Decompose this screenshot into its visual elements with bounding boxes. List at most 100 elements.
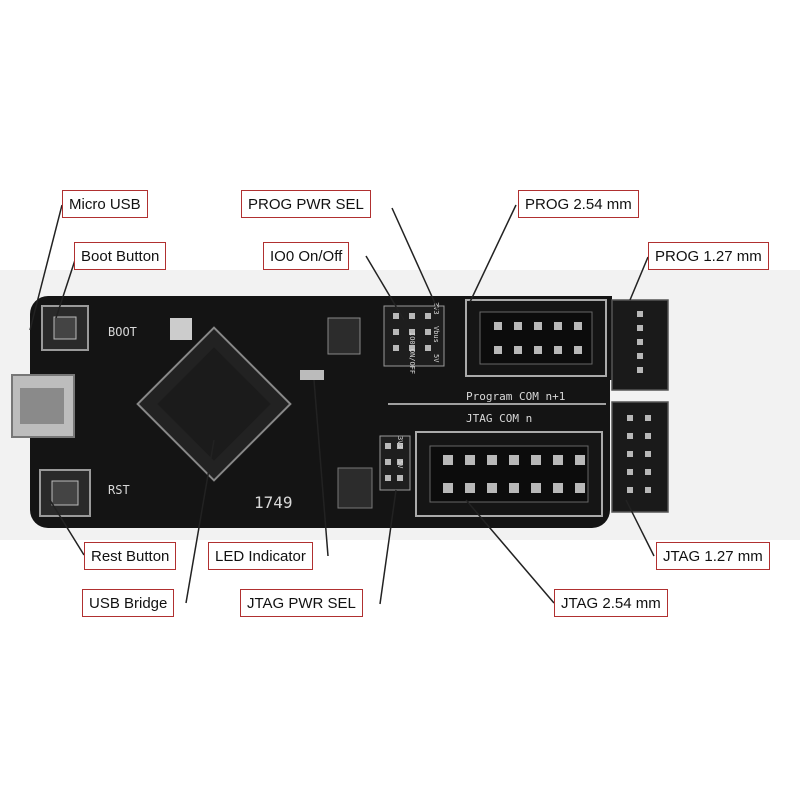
reset-button-part [39,469,91,517]
label-jtag-1-27: JTAG 1.27 mm [656,542,770,570]
leader-micro-usb [29,204,63,331]
leader-rest-button [49,499,85,556]
prog-jumper-pin [425,329,431,335]
jtag-2-54-pin [553,483,563,493]
boot-button-part [41,305,89,351]
prog-1-27-pin [637,367,643,373]
leader-jtag-pwr-sel [379,489,397,605]
jtag-jumper-pin [397,459,403,465]
jtag-1-27-pin [645,415,651,421]
silk-5v-a: 5V [432,354,440,363]
jtag-2-54-pin [487,483,497,493]
usb-port-inner [20,388,64,424]
silk-program-com: Program COM n+1 [466,390,565,403]
prog-2-54-pin [574,346,582,354]
jtag-pwr-jumper [379,435,411,491]
jtag-2-54-pin [443,483,453,493]
leader-jtag-127 [625,499,655,557]
label-jtag-pwr-sel: JTAG PWR SEL [240,589,363,617]
crystal-part [170,318,192,340]
silk-io0-onoff: IO0 ON/OFF [408,332,416,374]
jtag-1-27-pin [645,487,651,493]
prog-jumper-pin [409,345,415,351]
silk-rst: RST [108,483,130,497]
prog-2-54-pin [514,322,522,330]
jtag-1-27-pin [645,451,651,457]
prog-jumper-pin [409,313,415,319]
prog-1-27-pin [637,325,643,331]
label-prog-2-54: PROG 2.54 mm [518,190,639,218]
jtag-1-27-pin [645,469,651,475]
label-io0-on-off: IO0 On/Off [263,242,350,270]
silk-vbus-a: Vbus [432,326,440,343]
silk-3v3-b: 3V3 [396,436,404,449]
leader-prog-127 [629,256,649,301]
jtag-1-27-connector [611,401,669,513]
prog-2-54-pin [574,322,582,330]
jtag-2-54-pin [465,483,475,493]
small-ic [327,317,361,355]
prog-jumper-pin [425,313,431,319]
label-usb-bridge: USB Bridge [82,589,175,617]
jtag-2-54-pin [487,455,497,465]
silk-5v-b: 5V [396,460,404,469]
label-prog-1-27: PROG 1.27 mm [648,242,769,270]
leader-jtag-254 [465,499,555,604]
silk-jtag-com: JTAG COM n [466,412,532,425]
prog-2-54-pin [534,346,542,354]
label-rest-button: Rest Button [84,542,177,570]
leader-boot-button [55,256,77,319]
regulator-ic [337,467,373,509]
jtag-1-27-pin [627,433,633,439]
label-led-indicator: LED Indicator [208,542,313,570]
silk-boot: BOOT [108,325,137,339]
label-jtag-2-54: JTAG 2.54 mm [554,589,668,617]
label-boot-button: Boot Button [74,242,167,270]
jtag-2-54-pin [509,483,519,493]
jtag-1-27-pin [627,451,633,457]
prog-2-54-pin [494,346,502,354]
usb-bridge-chip [136,326,292,482]
prog-jumper-pin [393,345,399,351]
prog-2-54-pin [514,346,522,354]
header-pins [385,311,651,493]
jtag-2-54-pin [531,483,541,493]
jtag-jumper-pin [397,475,403,481]
jtag-2-54-pin [509,455,519,465]
prog-1-27-pin [637,339,643,345]
jtag-2-54-pin [553,455,563,465]
jtag-jumper-pin [385,459,391,465]
led-part [300,370,324,380]
prog-2-54-pin [494,322,502,330]
label-prog-pwr-sel: PROG PWR SEL [241,190,371,218]
prog-jumper-pin [393,329,399,335]
jtag-1-27-pin [627,415,633,421]
prog-2-54-pin [554,346,562,354]
jtag-2-54-pin [531,455,541,465]
leader-io0 [365,255,405,321]
leader-usb-bridge [185,439,215,604]
jtag-jumper-pin [385,443,391,449]
jtag-jumper-pin [385,475,391,481]
prog-1-27-pin [637,311,643,317]
leader-led [313,379,329,557]
prog-2-54-header [465,299,607,377]
prog-jumper-pin [393,313,399,319]
jtag-1-27-pin [627,469,633,475]
label-micro-usb: Micro USB [62,190,148,218]
jtag-2-54-pin [575,455,585,465]
prog-jumper-pin [409,329,415,335]
jtag-1-27-pin [627,487,633,493]
jtag-jumper-pin [397,443,403,449]
leader-prog-254 [469,204,517,303]
prog-2-54-pin [534,322,542,330]
silk-3v3-a: 3V3 [432,302,440,315]
prog-jumper-pin [425,345,431,351]
prog-2-54-pin [554,322,562,330]
jtag-2-54-pin [443,455,453,465]
jtag-2-54-pin [575,483,585,493]
leader-lines [29,204,655,605]
jtag-1-27-pin [645,433,651,439]
jtag-2-54-pin [465,455,475,465]
